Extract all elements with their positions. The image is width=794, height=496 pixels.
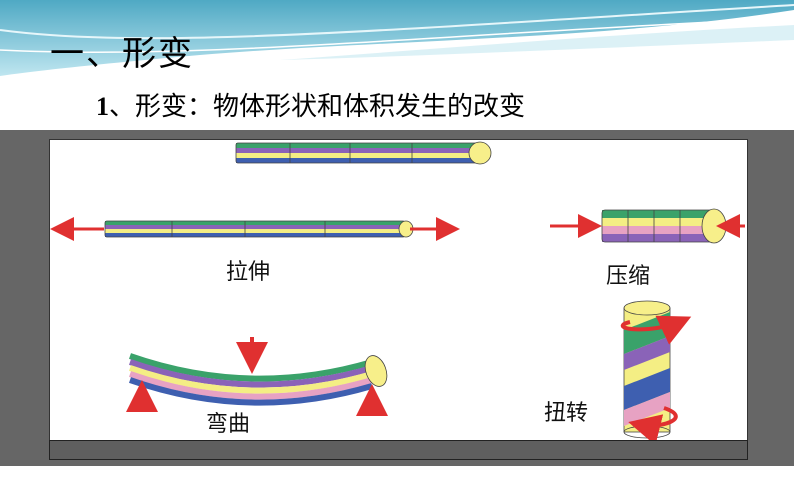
label-stretch: 拉伸 bbox=[226, 260, 271, 285]
deformation-illustration bbox=[50, 141, 745, 440]
deformation-figure: 拉伸 压缩 弯曲 扭转 bbox=[49, 139, 748, 441]
slide-title: 一、形变 bbox=[50, 34, 194, 74]
twisted-rod bbox=[623, 300, 671, 439]
subtitle: 1、形变：物体形状和体积发生的改变 bbox=[96, 86, 525, 123]
subtitle-number: 1 bbox=[96, 92, 109, 121]
subtitle-text: 、形变：物体形状和体积发生的改变 bbox=[109, 92, 526, 122]
bent-rod bbox=[129, 353, 388, 406]
label-twist: 扭转 bbox=[544, 401, 589, 426]
figure-bottom-bar bbox=[49, 440, 748, 460]
figure-frame: 拉伸 压缩 弯曲 扭转 bbox=[0, 130, 794, 466]
original-rod bbox=[235, 141, 492, 165]
compressed-rod bbox=[601, 208, 727, 244]
header-wave-decoration bbox=[0, 0, 794, 76]
label-bend: 弯曲 bbox=[206, 412, 251, 437]
twist-arrow-bottom bbox=[628, 406, 678, 440]
label-compress: 压缩 bbox=[606, 264, 651, 289]
stretched-rod bbox=[104, 220, 414, 238]
twist-arrow-top bbox=[620, 315, 692, 345]
